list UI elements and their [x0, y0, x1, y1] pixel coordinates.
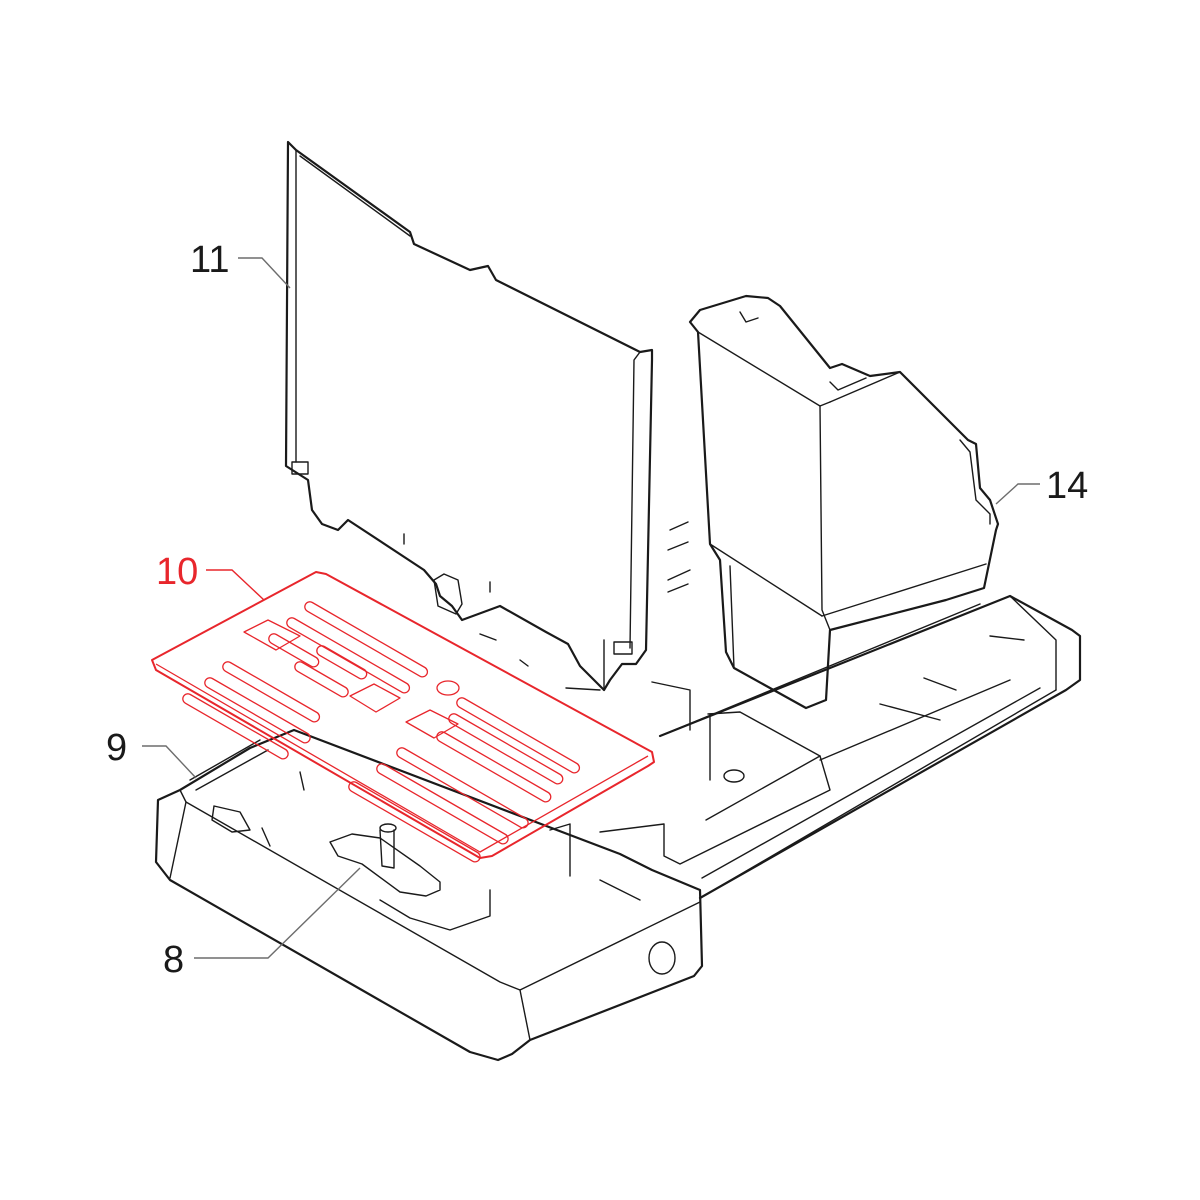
part-11-back-panel[interactable] — [284, 140, 654, 692]
part-10-grille[interactable] — [151, 571, 655, 864]
callout-9: 9 — [106, 727, 127, 769]
leader-9 — [142, 745, 197, 779]
base-tray — [154, 521, 1082, 1062]
part-14-container[interactable] — [688, 294, 1000, 710]
leader-11 — [238, 257, 291, 289]
callout-8: 8 — [163, 939, 184, 981]
leader-8 — [194, 867, 361, 959]
leader-10 — [206, 569, 265, 601]
leader-14 — [995, 483, 1040, 505]
callout-11: 11 — [190, 239, 229, 281]
callout-10: 10 — [156, 551, 198, 593]
callout-14: 14 — [1046, 465, 1088, 507]
